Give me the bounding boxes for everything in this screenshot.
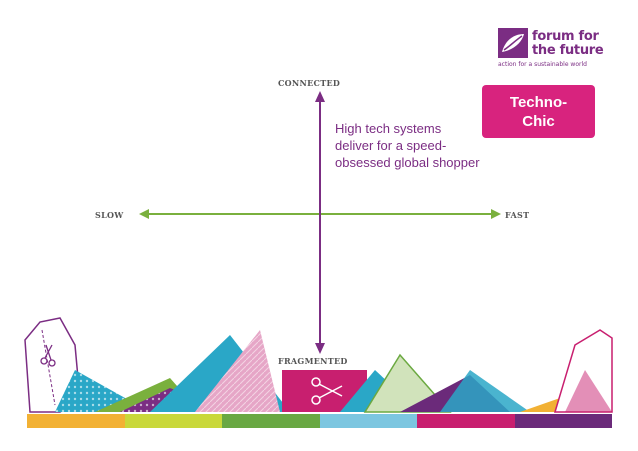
axis-label-connected: CONNECTED	[278, 78, 341, 88]
footer-segment-purple	[514, 414, 612, 428]
logo-line-1: forum for	[532, 29, 599, 44]
logo-tagline: action for a sustainable world	[498, 61, 587, 68]
forum-for-the-future-logo: forum for the future action for a sustai…	[498, 28, 613, 70]
left-scissors-icon	[40, 344, 56, 367]
leaf-logo-icon	[498, 28, 528, 58]
axis-label-fast: FAST	[505, 210, 530, 220]
axis-label-fragmented: FRAGMENTED	[278, 356, 348, 366]
decorative-fabric-collage	[24, 317, 613, 413]
footer-segment-green	[222, 414, 320, 428]
scenario-description: High tech systems deliver for a speed-ob…	[335, 121, 480, 170]
axis-label-slow: SLOW	[95, 210, 124, 220]
scenario-badge: Techno-Chic	[482, 85, 595, 138]
footer-segment-teal	[319, 414, 417, 428]
down-arrow-icon	[315, 343, 325, 354]
left-arrow-icon	[139, 209, 149, 219]
footer-color-strip	[27, 414, 612, 428]
footer-segment-lime	[124, 414, 222, 428]
footer-segment-magenta	[417, 414, 515, 428]
logo-line-2: the future	[532, 43, 604, 58]
scenario-badge-label: Techno-Chic	[509, 93, 568, 130]
scissors-icon	[311, 377, 343, 405]
vertical-axis	[315, 91, 325, 354]
up-arrow-icon	[315, 91, 325, 102]
right-arrow-icon	[491, 209, 501, 219]
footer-segment-orange	[27, 414, 125, 428]
